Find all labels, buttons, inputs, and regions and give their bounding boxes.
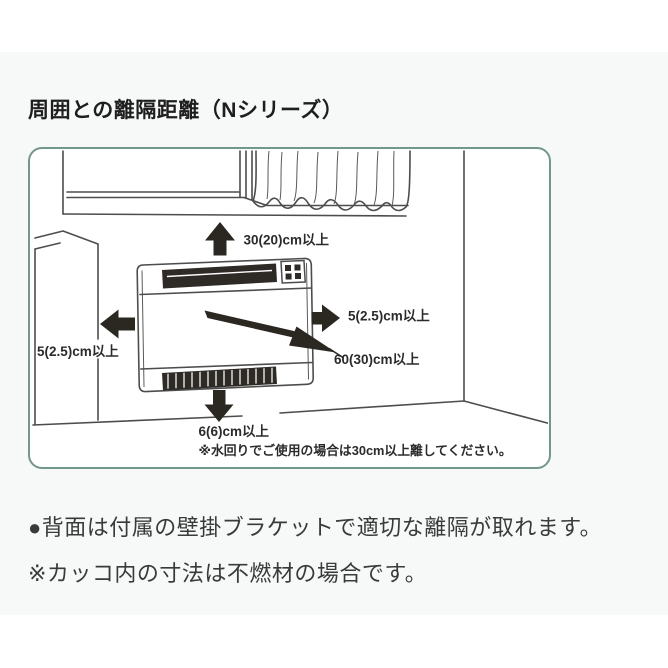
front-diagonal-arrow-icon [204,310,344,359]
control-panel [280,259,306,284]
curtain [252,150,411,212]
side-cabinet [34,230,99,425]
grille-slats [167,367,273,389]
up-arrow-icon [205,222,235,256]
page-title: 周囲との離隔距離（Nシリーズ） [28,99,344,123]
footnote-bracket-mount: ●背面は付属の壁掛ブラケットで適切な離隔が取れます。 [28,515,603,540]
left-clearance-label: 5(2.5)cm以上 [37,344,119,359]
clearance-diagram: 30(20)cm以上 5(2.5)cm以上 5(2.5)cm以上 60(30)c… [32,150,548,458]
water-area-note: ※水回りでご使用の場合は30cm以上離してください。 [199,443,512,458]
window-and-sill [62,150,409,217]
footnotes: ●背面は付属の壁掛ブラケットで適切な離隔が取れます。 ※カッコ内の寸法は不燃材の… [28,505,658,597]
bottom-clearance-label: 6(6)cm以上 [199,424,270,439]
wall-and-floor-lines [32,150,548,426]
heater-unit [136,257,315,393]
left-arrow-icon [100,309,135,339]
right-clearance-label: 5(2.5)cm以上 [348,309,430,324]
front-clearance-label: 60(30)cm以上 [334,352,420,367]
footnote-parentheses-meaning: ※カッコ内の寸法は不燃材の場合です。 [28,561,428,586]
top-clearance-label: 30(20)cm以上 [244,233,330,248]
right-arrow-icon [311,304,340,332]
control-panel-buttons [285,264,301,280]
down-arrow-icon [204,390,234,422]
air-outlet-slot [162,263,277,289]
clearance-diagram-frame: 30(20)cm以上 5(2.5)cm以上 5(2.5)cm以上 60(30)c… [28,147,551,469]
